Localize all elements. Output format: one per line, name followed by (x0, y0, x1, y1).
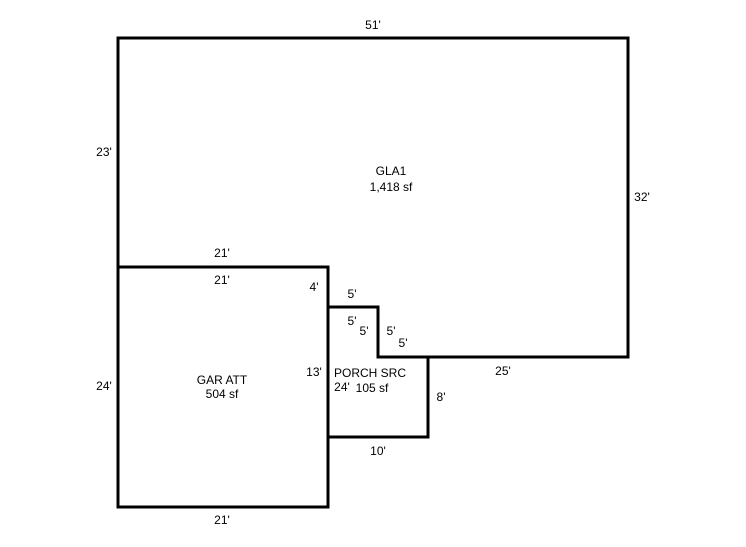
porch-name-label: PORCH SRC (334, 366, 406, 380)
gla1-outline (116, 36, 630, 359)
dim-gla-right: 32' (634, 190, 650, 204)
dim-gar-bottom: 21' (214, 513, 230, 527)
dim-gla-bottom-right: 25' (495, 364, 511, 378)
dim-gar-right: 24' (334, 380, 350, 394)
porch-outline (326, 305, 430, 439)
dim-porch-bottom: 10' (370, 444, 386, 458)
dim-gla-top: 51' (365, 18, 381, 32)
garage-area-label: 504 sf (206, 387, 239, 401)
gla1-area-label: 1,418 sf (370, 180, 413, 194)
dim-porch-left: 13' (306, 365, 322, 379)
dim-gla-garage-side: 4' (310, 280, 319, 294)
dim-porch-top-right: 5' (399, 336, 408, 350)
dim-gla-garage-top: 21' (214, 246, 230, 260)
dim-gla-notch-top: 5' (348, 287, 357, 301)
dim-porch-top-left: 5' (348, 314, 357, 328)
porch-area-label: 105 sf (356, 381, 389, 395)
dim-gla-left: 23' (96, 145, 112, 159)
dim-gla-notch-side-left: 5' (360, 324, 369, 338)
garage-outline (116, 265, 330, 509)
dim-gla-notch-bottom: 5' (387, 324, 396, 338)
garage-name-label: GAR ATT (197, 373, 248, 387)
dim-gar-left: 24' (96, 379, 112, 393)
dim-porch-right: 8' (437, 390, 446, 404)
gla1-name-label: GLA1 (376, 164, 407, 178)
dim-gar-top: 21' (214, 273, 230, 287)
